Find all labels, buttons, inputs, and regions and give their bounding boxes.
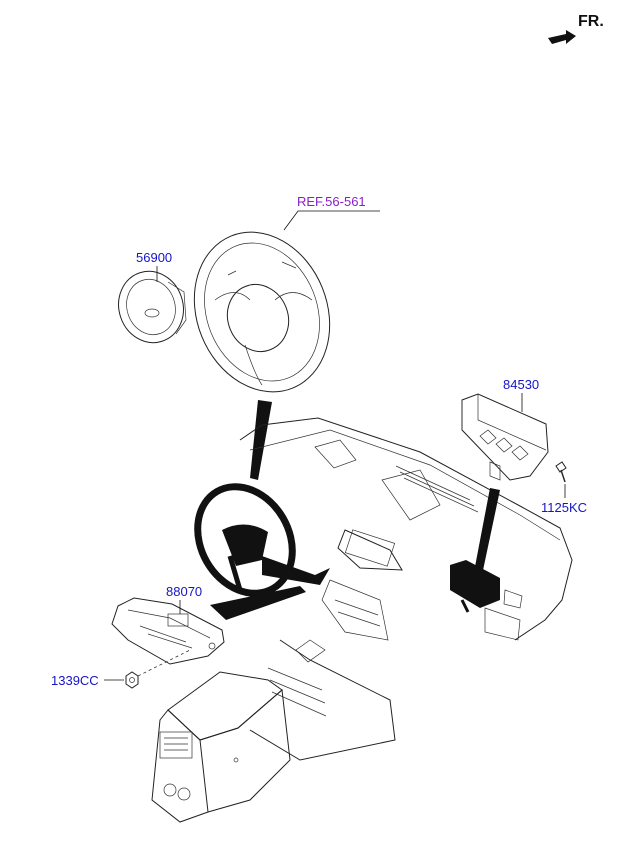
nut-dashed-line — [137, 649, 191, 677]
steering-wheel — [193, 231, 331, 393]
part-number-84530[interactable]: 84530 — [503, 377, 539, 392]
installed-steering-wheel — [194, 483, 330, 597]
installed-passenger-airbag — [450, 560, 500, 613]
passenger-airbag-band — [474, 488, 500, 575]
reference-leader-line — [283, 210, 380, 231]
reference-label[interactable]: REF.56-561 — [297, 194, 366, 209]
bolt-part[interactable]: 1125KC — [541, 461, 587, 515]
front-label: FR. — [578, 13, 604, 30]
part-number-1125KC[interactable]: 1125KC — [541, 500, 587, 515]
part-number-88070[interactable]: 88070 — [166, 584, 202, 599]
knee-airbag-module[interactable]: 88070 — [111, 584, 225, 665]
center-console — [151, 671, 291, 823]
wheel-to-dash-band — [250, 400, 272, 480]
driver-airbag-module[interactable]: 56900 — [109, 250, 192, 351]
part-number-1339CC[interactable]: 1339CC — [51, 673, 99, 688]
dashboard-assembly — [239, 417, 573, 761]
passenger-airbag-module[interactable]: 84530 — [461, 377, 549, 481]
front-direction-indicator: FR. — [548, 13, 604, 44]
nut-part[interactable]: 1339CC — [51, 649, 191, 689]
front-arrow-icon — [548, 30, 576, 44]
knee-airbag-band — [210, 586, 306, 620]
reference-callout[interactable]: REF.56-561 — [283, 194, 380, 231]
part-number-56900[interactable]: 56900 — [136, 250, 172, 265]
